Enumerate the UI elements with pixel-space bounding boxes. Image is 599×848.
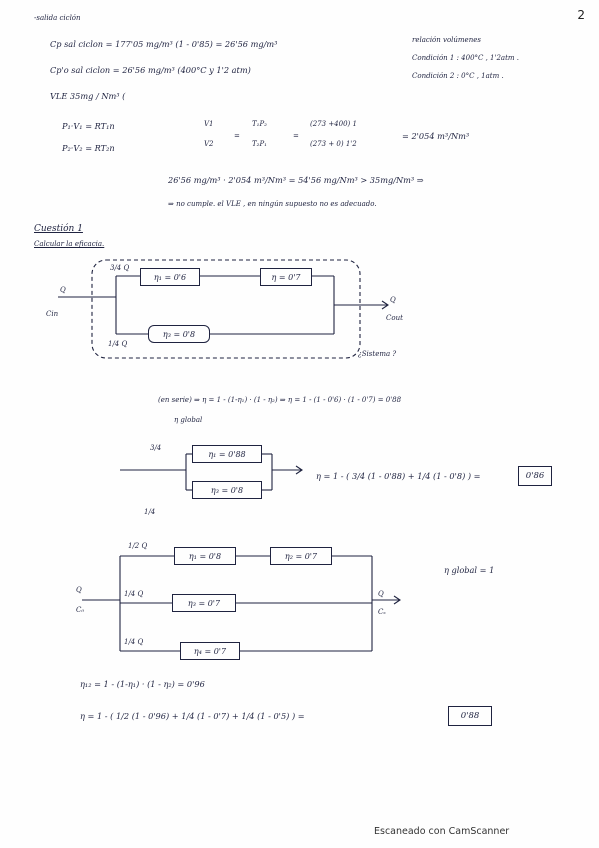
question-title: Cuestión 1 <box>34 224 83 234</box>
calc-line-3: VLE 35mg / Nm³ ( <box>50 91 126 101</box>
d1-outlet-q: Q <box>390 296 396 304</box>
d1-box-2: η = 0'7 <box>260 268 312 286</box>
d3-outlet-c: Cₛ <box>378 608 386 616</box>
gas-law-result: = 2'054 m³/Nm³ <box>402 131 470 141</box>
ratio-denominator: V2 <box>204 140 214 148</box>
d3-box-1: η₁ = 0'8 <box>174 547 236 565</box>
gas-law-eq-1: P₁·V₁ = RT₁n <box>62 121 115 131</box>
equals-sign-2: = <box>293 132 299 140</box>
series-calc: (en serie) ⇒ η = 1 - (1-η₁) · (1 - η₂) ⇒… <box>158 396 402 404</box>
ratio-numerator: V1 <box>204 120 214 128</box>
final-formula: η = 1 - ( 1/2 (1 - 0'96) + 1/4 (1 - 0'7)… <box>80 711 305 721</box>
gas-law-eq-2: P₂·V₂ = RT₂n <box>62 143 115 153</box>
d3-box-2: η₂ = 0'7 <box>270 547 332 565</box>
scanner-watermark: Escaneado con CamScanner <box>374 826 510 837</box>
final-eta12: η₁₂ = 1 - (1-η₁) · (1 - η₂) = 0'96 <box>80 679 205 689</box>
d2-formula: η = 1 - ( 3/4 (1 - 0'88) + 1/4 (1 - 0'8)… <box>316 471 481 481</box>
d3-inlet-c: C₀ <box>76 606 85 614</box>
d2-frac-top: 3/4 <box>150 444 162 452</box>
d1-outlet-c: Cout <box>386 314 403 322</box>
emission-calc: 26'56 mg/m³ · 2'054 m³/Nm³ = 54'56 mg/Nm… <box>168 175 424 185</box>
d3-outlet-q: Q <box>378 590 384 598</box>
relation-title: relación volúmenes <box>412 36 481 44</box>
question-subtitle: Calcular la eficacia. <box>34 240 105 248</box>
series-label: η global <box>174 416 203 424</box>
d1-inlet-c: Cin <box>46 310 59 318</box>
d1-inlet-q: Q <box>60 286 66 294</box>
frac2-numerator: (273 +400) 1 <box>310 120 357 128</box>
d3-frac-2: 1/4 Q <box>124 590 144 598</box>
final-result-box: 0'88 <box>448 706 492 726</box>
calc-line-2: Cp'o sal ciclon = 26'56 mg/m³ (400°C y 1… <box>50 65 251 75</box>
d3-frac-1: 1/2 Q <box>128 542 148 550</box>
d2-box-2: η₃ = 0'8 <box>192 481 262 499</box>
page-number: 2 <box>577 8 585 22</box>
relation-condition-2: Condición 2 : 0°C , 1atm . <box>412 72 504 80</box>
frac1-denominator: T₂P₁ <box>252 140 267 148</box>
d3-frac-3: 1/4 Q <box>124 638 144 646</box>
d3-box-4: η₄ = 0'7 <box>180 642 240 660</box>
calc-line-1: Cp sal ciclon = 177'05 mg/m³ (1 - 0'85) … <box>50 39 278 49</box>
equals-sign: = <box>234 132 240 140</box>
d2-frac-bottom: 1/4 <box>144 508 156 516</box>
relation-condition-1: Condición 1 : 400°C , 1'2atm . <box>412 54 519 62</box>
d1-frac-bottom: 1/4 Q <box>108 340 128 348</box>
d3-inlet-q: Q <box>76 586 82 594</box>
frac2-denominator: (273 + 0) 1'2 <box>310 140 357 148</box>
frac1-numerator: T₁P₂ <box>252 120 267 128</box>
d1-frac-top: 3/4 Q <box>110 264 130 272</box>
d3-global: η global = 1 <box>444 565 495 575</box>
section-topic: -salida ciclón <box>34 14 81 22</box>
d3-box-3: η₃ = 0'7 <box>172 594 236 612</box>
d1-box-3: η₃ = 0'8 <box>148 325 210 343</box>
conclusion: ⇒ no cumple. el VLE , en ningún supuesto… <box>168 200 377 208</box>
d1-box-1: η₁ = 0'6 <box>140 268 200 286</box>
d1-question-note: ¿Sistema ? <box>358 350 397 358</box>
d2-box-1: η₁ = 0'88 <box>192 445 262 463</box>
d2-result-box: 0'86 <box>518 466 552 486</box>
